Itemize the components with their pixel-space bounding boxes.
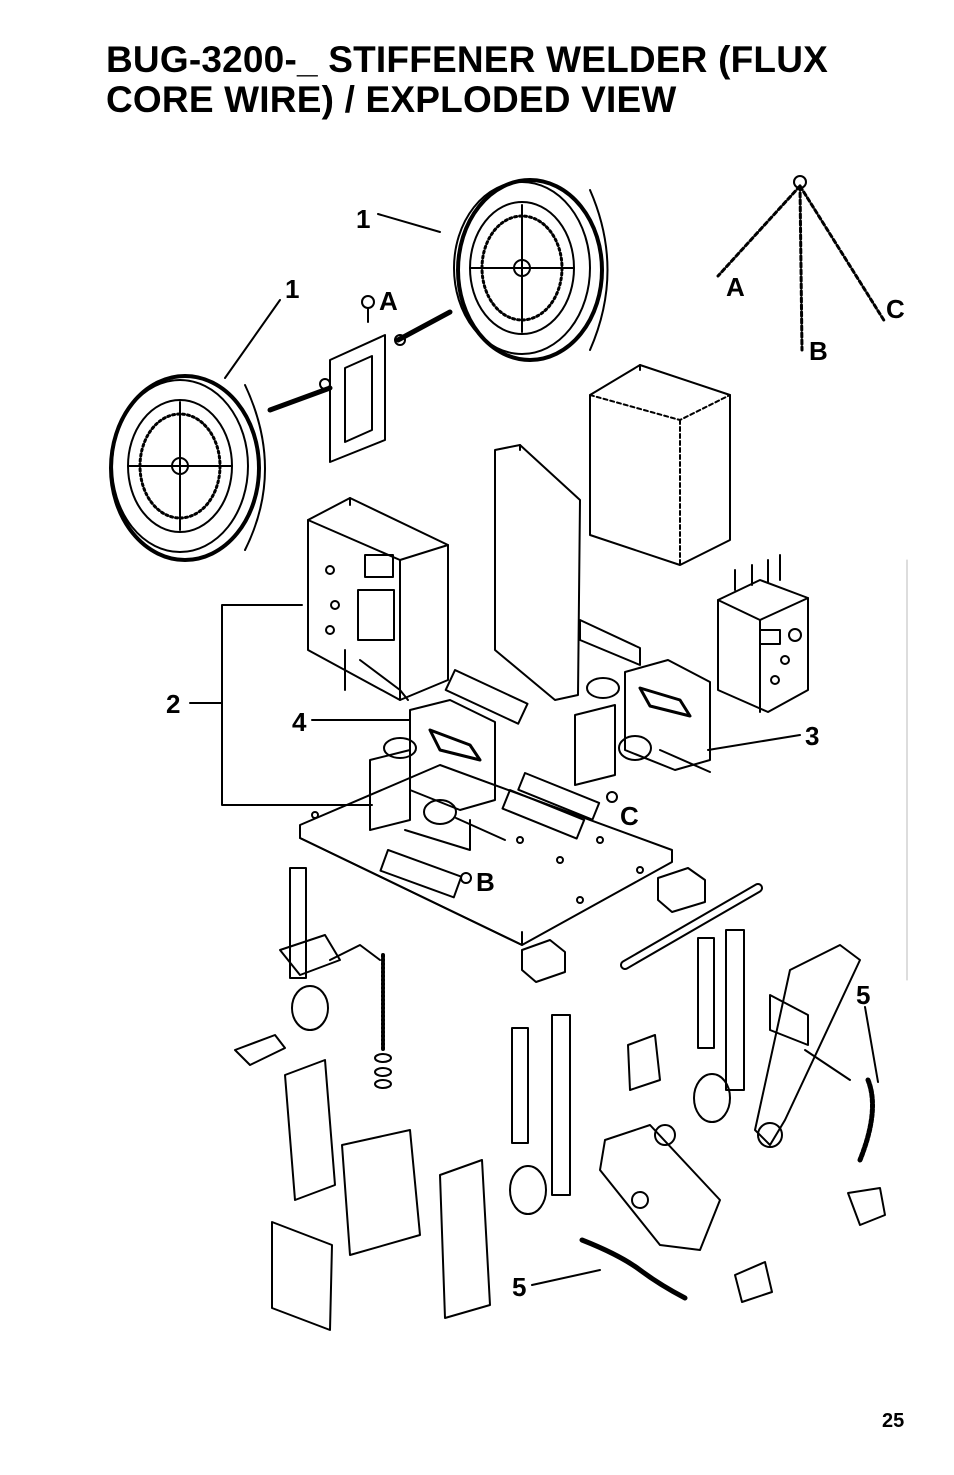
torch-assembly-right xyxy=(754,944,861,1148)
wire-reel-left xyxy=(109,374,266,562)
front-control-box xyxy=(307,497,449,701)
drive-unit-right xyxy=(574,659,711,786)
hose-right xyxy=(857,1077,875,1163)
spacer-bar-1 xyxy=(501,789,586,840)
callout-a-eyebolt: A xyxy=(379,286,398,316)
post-right-a xyxy=(697,937,715,1049)
torch-assembly-center xyxy=(599,1124,721,1251)
wire-reel-right xyxy=(453,178,609,362)
page-title: BUG-3200-_ STIFFENER WELDER (FLUX CORE W… xyxy=(106,40,906,120)
leg-caster-left xyxy=(279,867,381,1031)
pendant-control xyxy=(717,554,809,713)
post-mid-left xyxy=(511,1027,529,1144)
callout-b-chain: B xyxy=(809,336,828,366)
leader-lines xyxy=(189,213,879,1286)
rear-control-box xyxy=(589,364,731,566)
callout-4-drive-left: 4 xyxy=(292,707,307,737)
eyebolt-b xyxy=(460,872,472,884)
eyebolt-c xyxy=(606,791,618,803)
carriage-base-plate xyxy=(299,764,673,946)
callout-2-control-box: 2 xyxy=(166,689,180,719)
callout-5-hose-right: 5 xyxy=(856,980,870,1010)
reel-bracket-assembly xyxy=(267,295,453,463)
battery-box xyxy=(341,1129,421,1256)
threaded-rod xyxy=(374,953,392,1089)
cover-plate xyxy=(271,1221,333,1331)
nozzle-clip-right xyxy=(847,1187,886,1226)
callout-5-hose-bottom: 5 xyxy=(512,1272,526,1302)
lifting-chain xyxy=(716,184,887,352)
nozzle-clip-bottom xyxy=(734,1261,773,1303)
title-line-1: BUG-3200-_ STIFFENER WELDER (FLUX xyxy=(106,39,828,80)
spacer-bar-2 xyxy=(517,772,601,821)
callout-a-chain: A xyxy=(726,272,745,302)
title-line-2: CORE WIRE) / EXPLODED VIEW xyxy=(106,79,677,120)
angle-bracket xyxy=(444,668,529,725)
caster-right xyxy=(693,1073,731,1123)
callout-3-drive-right: 3 xyxy=(805,721,819,751)
clamp-block-left xyxy=(521,939,566,983)
clamp-arm xyxy=(627,1034,661,1091)
post-right-b xyxy=(725,929,745,1091)
channel-upright-right xyxy=(439,1159,491,1319)
post-mid-right xyxy=(551,1014,571,1196)
angle-clip xyxy=(234,1034,286,1066)
callout-1-left-reel: 1 xyxy=(285,274,299,304)
panel-bracket xyxy=(579,619,641,666)
caster-mid xyxy=(509,1165,547,1215)
callout-b-eyebolt: B xyxy=(476,867,495,897)
callout-c-chain: C xyxy=(886,294,905,324)
channel-upright-left xyxy=(284,1059,336,1201)
callout-c-eyebolt: C xyxy=(620,801,639,831)
drive-unit-left xyxy=(369,699,506,899)
clamp-block-right xyxy=(657,867,706,913)
back-panel xyxy=(494,444,581,701)
callout-1-right-reel: 1 xyxy=(356,204,370,234)
hose-bottom xyxy=(579,1237,688,1301)
page-number: 25 xyxy=(882,1410,905,1432)
